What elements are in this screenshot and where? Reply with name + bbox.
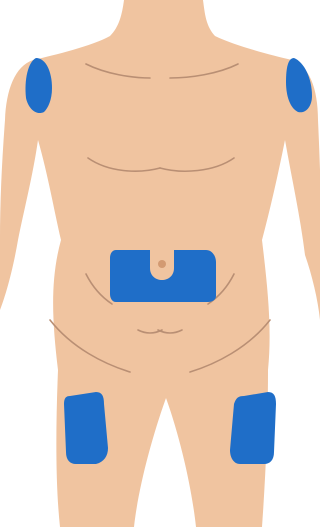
navel-dot xyxy=(158,260,166,268)
thigh-zone-right-side xyxy=(64,392,108,464)
thigh-zone-left-side xyxy=(230,392,276,464)
